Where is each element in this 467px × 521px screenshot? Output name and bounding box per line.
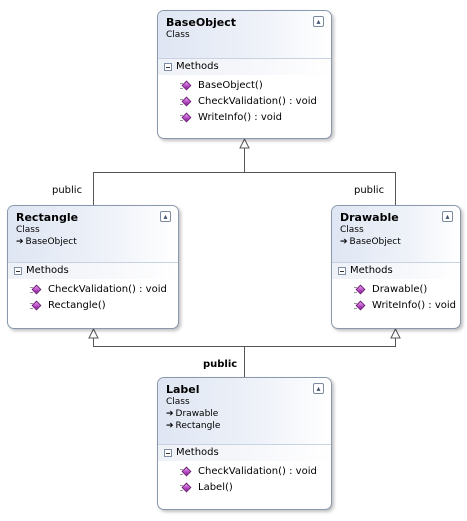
method-icon [354, 284, 366, 295]
method-label: Label() [198, 482, 233, 493]
class-header: Label Class ➔Drawable ➔Rectangle ▴ [158, 378, 331, 444]
base-class-link[interactable]: ➔Rectangle [166, 420, 323, 432]
class-header: Rectangle Class ➔BaseObject ▴ [8, 206, 178, 262]
method-label: Rectangle() [48, 300, 106, 311]
double-chevron-up-icon[interactable]: ▴ [160, 211, 171, 222]
method-label: CheckValidation() : void [48, 284, 167, 295]
method-icon [354, 300, 366, 311]
right-arrow-icon: ➔ [16, 237, 24, 247]
base-class-name: Drawable [175, 409, 219, 419]
compartment-label: Methods [26, 265, 69, 276]
method-list: CheckValidation() : void Label() [158, 461, 331, 500]
base-class-name: BaseObject [349, 237, 401, 247]
base-class-name: BaseObject [25, 237, 77, 247]
method-item[interactable]: WriteInfo() : void [332, 298, 460, 314]
minus-box-icon[interactable] [338, 267, 346, 275]
method-label: Drawable() [372, 284, 428, 295]
method-label: BaseObject() [198, 80, 263, 91]
method-item[interactable]: Rectangle() [8, 298, 178, 314]
method-label: CheckValidation() : void [198, 96, 317, 107]
compartment-label: Methods [176, 61, 219, 72]
base-class-link[interactable]: ➔BaseObject [340, 236, 452, 248]
double-chevron-up-icon[interactable]: ▴ [313, 383, 324, 394]
drawable-inheritance-line [244, 172, 396, 206]
class-stereotype: Class [340, 225, 364, 235]
method-list: CheckValidation() : void Rectangle() [8, 279, 178, 318]
class-name: BaseObject [166, 16, 237, 29]
method-item[interactable]: CheckValidation() : void [158, 464, 331, 480]
method-label: CheckValidation() : void [198, 466, 317, 477]
label-edge-label: public [203, 359, 238, 370]
rectangle-inheritance-line [93, 148, 245, 206]
method-icon [180, 96, 192, 107]
method-list: BaseObject() CheckValidation() : void Wr… [158, 75, 331, 130]
methods-compartment-header[interactable]: Methods [158, 59, 331, 75]
drawable-edge-label: public [354, 185, 385, 196]
label-to-rectangle-line [93, 338, 245, 377]
right-arrow-icon: ➔ [340, 237, 348, 247]
rectangle-edge-label: public [52, 185, 83, 196]
class-header: Drawable Class ➔BaseObject ▴ [332, 206, 460, 262]
rectangle-inheritance-arrowhead [88, 327, 99, 339]
class-name: Rectangle [16, 211, 79, 224]
method-icon [30, 284, 42, 295]
base-inheritance-arrowhead [239, 137, 250, 149]
method-item[interactable]: CheckValidation() : void [158, 94, 331, 110]
double-chevron-up-icon[interactable]: ▴ [442, 211, 453, 222]
right-arrow-icon: ➔ [166, 421, 174, 431]
class-rectangle[interactable]: Rectangle Class ➔BaseObject ▴ Methods Ch… [7, 205, 179, 329]
class-stereotype: Class [166, 397, 190, 407]
class-stereotype: Class [16, 225, 40, 235]
class-name: Label [166, 383, 200, 396]
class-header: BaseObject Class ▴ [158, 11, 331, 58]
minus-box-icon[interactable] [164, 449, 172, 457]
methods-compartment-header[interactable]: Methods [158, 445, 331, 461]
class-drawable[interactable]: Drawable Class ➔BaseObject ▴ Methods Dra… [331, 205, 461, 329]
method-icon [30, 300, 42, 311]
method-icon [180, 80, 192, 91]
methods-compartment-header[interactable]: Methods [8, 263, 178, 279]
minus-box-icon[interactable] [164, 63, 172, 71]
right-arrow-icon: ➔ [166, 409, 174, 419]
base-class-link[interactable]: ➔Drawable [166, 408, 323, 420]
method-label: WriteInfo() : void [198, 112, 283, 123]
method-item[interactable]: Label() [158, 480, 331, 496]
method-icon [180, 466, 192, 477]
compartment-label: Methods [350, 265, 393, 276]
double-chevron-up-icon[interactable]: ▴ [313, 16, 324, 27]
minus-box-icon[interactable] [14, 267, 22, 275]
method-label: WriteInfo() : void [372, 300, 457, 311]
method-icon [180, 112, 192, 123]
method-item[interactable]: CheckValidation() : void [8, 282, 178, 298]
method-icon [180, 482, 192, 493]
class-baseobject[interactable]: BaseObject Class ▴ Methods BaseObject() … [157, 10, 332, 139]
class-name: Drawable [340, 211, 399, 224]
drawable-inheritance-arrowhead [390, 327, 401, 339]
methods-compartment-header[interactable]: Methods [332, 263, 460, 279]
class-label[interactable]: Label Class ➔Drawable ➔Rectangle ▴ Metho… [157, 377, 332, 510]
compartment-label: Methods [176, 447, 219, 458]
method-item[interactable]: WriteInfo() : void [158, 110, 331, 126]
class-stereotype: Class [166, 30, 190, 40]
method-item[interactable]: Drawable() [332, 282, 460, 298]
label-to-drawable-line [244, 338, 396, 347]
method-list: Drawable() WriteInfo() : void [332, 279, 460, 318]
base-class-name: Rectangle [175, 421, 221, 431]
method-item[interactable]: BaseObject() [158, 78, 331, 94]
base-class-link[interactable]: ➔BaseObject [16, 236, 170, 248]
